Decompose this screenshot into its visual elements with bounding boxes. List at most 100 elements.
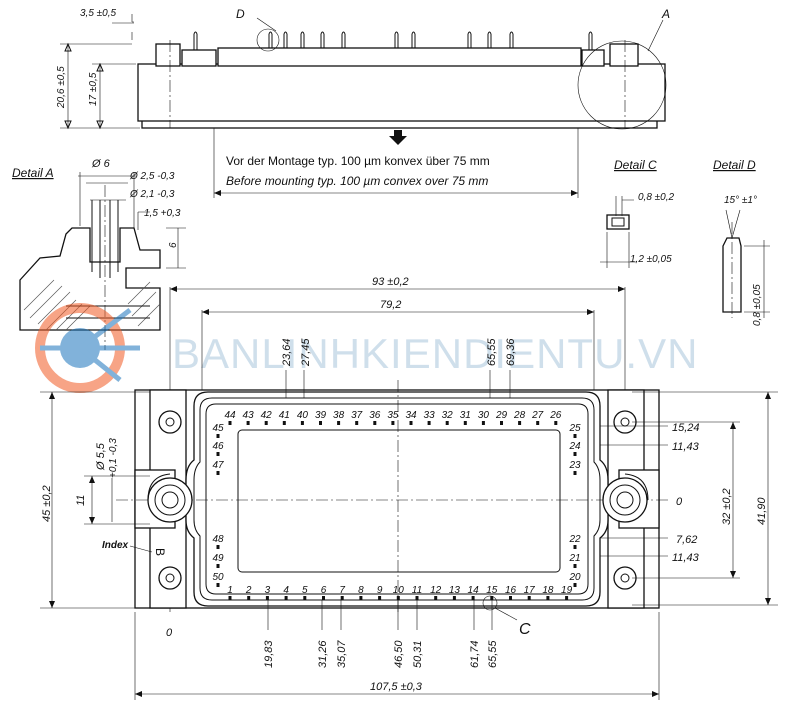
top-pin-label: 28 <box>513 410 526 421</box>
top-pin-label: 43 <box>243 410 255 421</box>
pin-marker <box>216 545 220 549</box>
pin-marker <box>434 596 438 600</box>
top-pin-label: 42 <box>261 410 273 421</box>
bottom-pin-label: 11 <box>412 585 422 596</box>
bottom-pin-label: 15 <box>486 585 498 596</box>
bottom-pin-label: 13 <box>449 585 461 596</box>
top-pin-label: 32 <box>442 410 454 421</box>
screw-terminals <box>147 473 649 523</box>
screw-terminal-right <box>609 43 639 67</box>
top-pin-label: 35 <box>387 410 399 421</box>
down-arrow-icon <box>389 130 407 145</box>
pin-marker <box>337 421 341 425</box>
detail-d: Detail D 15° ±1° 0,8 ±0,05 <box>713 158 770 326</box>
index-label: Index <box>102 540 129 551</box>
dim-79-2: 79,2 <box>380 299 401 311</box>
housing-window <box>237 429 561 573</box>
top-pin-label: 31 <box>460 410 471 421</box>
bottom-pin-label: 19 <box>561 585 573 596</box>
pin-marker <box>463 421 467 425</box>
top-dim-69-36: 69,36 <box>505 338 517 366</box>
pin-marker <box>247 596 251 600</box>
bottom-dim-65-55: 65,55 <box>487 640 499 668</box>
top-pin-label: 33 <box>424 410 436 421</box>
right-pin-label: 20 <box>568 572 581 583</box>
top-dim-23-64: 23,64 <box>281 338 293 367</box>
right-dim-15-24: 15,24 <box>672 422 700 434</box>
dim-20-6: 20,6 ±0,5 <box>56 66 67 109</box>
pin-marker <box>546 596 550 600</box>
right-dim-11-43-b: 11,43 <box>672 552 700 564</box>
top-pin-label: 30 <box>478 410 490 421</box>
detail-c-circle <box>482 595 498 611</box>
pin-marker <box>518 421 522 425</box>
pin-marker <box>216 471 220 475</box>
pin-marker <box>445 421 449 425</box>
left-pin-label: 47 <box>212 460 224 471</box>
top-pin-label: 44 <box>224 410 236 421</box>
pin-marker <box>378 596 382 600</box>
dim-d6: Ø 6 <box>91 158 111 170</box>
bottom-dim-19-83: 19,83 <box>263 640 275 668</box>
pin-marker <box>340 596 344 600</box>
dim-c-0-8: 0,8 ±0,2 <box>638 192 675 203</box>
pin-marker <box>322 596 325 600</box>
dim-d-0-8: 0,8 ±0,05 <box>752 284 763 326</box>
convex-note: Vor der Montage typ. 100 µm konvex über … <box>213 128 579 198</box>
pin-marker <box>300 421 304 425</box>
pin-marker <box>216 452 220 456</box>
dim-angle: 15° ±1° <box>724 195 757 206</box>
pin-marker <box>228 596 232 600</box>
detail-d-title: Detail D <box>713 158 756 172</box>
top-pin-label: 26 <box>549 410 562 421</box>
dim-11: 11 <box>75 495 87 506</box>
top-pin-label: 36 <box>369 410 381 421</box>
bottom-pin-label: 17 <box>524 585 536 596</box>
left-pin-label: 50 <box>212 572 224 583</box>
label-c: C <box>519 621 531 638</box>
right-dim-11-43-a: 11,43 <box>672 441 700 453</box>
pin-marker <box>355 421 359 425</box>
top-pin-label: 37 <box>351 410 363 421</box>
dim-107-5: 107,5 ±0,3 <box>370 681 423 693</box>
dim-45: 45 ±0,2 <box>41 485 53 522</box>
dim-1-5: 1,5 +0,3 <box>144 208 181 219</box>
bottom-pin-label: 2 <box>245 585 252 596</box>
pin-marker <box>415 596 419 600</box>
note-en: Before mounting typ. 100 µm convex over … <box>226 174 488 188</box>
top-dim-27-45: 27,45 <box>300 338 312 367</box>
top-pin-label: 34 <box>405 410 417 421</box>
left-pin-label: 46 <box>212 441 224 452</box>
pin-marker <box>573 564 577 568</box>
pin-marker <box>573 545 577 549</box>
pin-marker <box>391 421 395 425</box>
right-pin-label: 24 <box>568 441 581 452</box>
detail-a-circle <box>577 40 667 130</box>
top-pin-label: 41 <box>279 410 290 421</box>
right-pin-label: 22 <box>568 534 581 545</box>
dim-h6: 6 <box>168 242 179 248</box>
pin-marker <box>481 421 485 425</box>
side-top-strip <box>217 47 582 67</box>
detail-c: Detail C 0,8 ±0,2 1,2 ±0,05 <box>600 158 675 268</box>
dim-hole: Ø 5,5 <box>95 442 107 471</box>
pin-marker <box>573 434 577 438</box>
pin-marker <box>319 421 322 425</box>
bottom-dim-61-74: 61,74 <box>469 640 481 668</box>
detail-a-body <box>19 227 161 331</box>
housing-outer <box>185 391 609 607</box>
right-dim-7-62: 7,62 <box>676 534 697 546</box>
watermark-logo-icon <box>35 303 140 393</box>
right-pin-label: 23 <box>568 460 581 471</box>
top-pin-label: 29 <box>495 410 508 421</box>
mounting-holes <box>158 410 637 590</box>
bottom-pin-label: 8 <box>358 585 364 596</box>
pin-marker <box>396 596 400 600</box>
pin-marker <box>282 421 286 425</box>
index-mark: B <box>153 548 167 556</box>
pin-marker <box>246 421 250 425</box>
